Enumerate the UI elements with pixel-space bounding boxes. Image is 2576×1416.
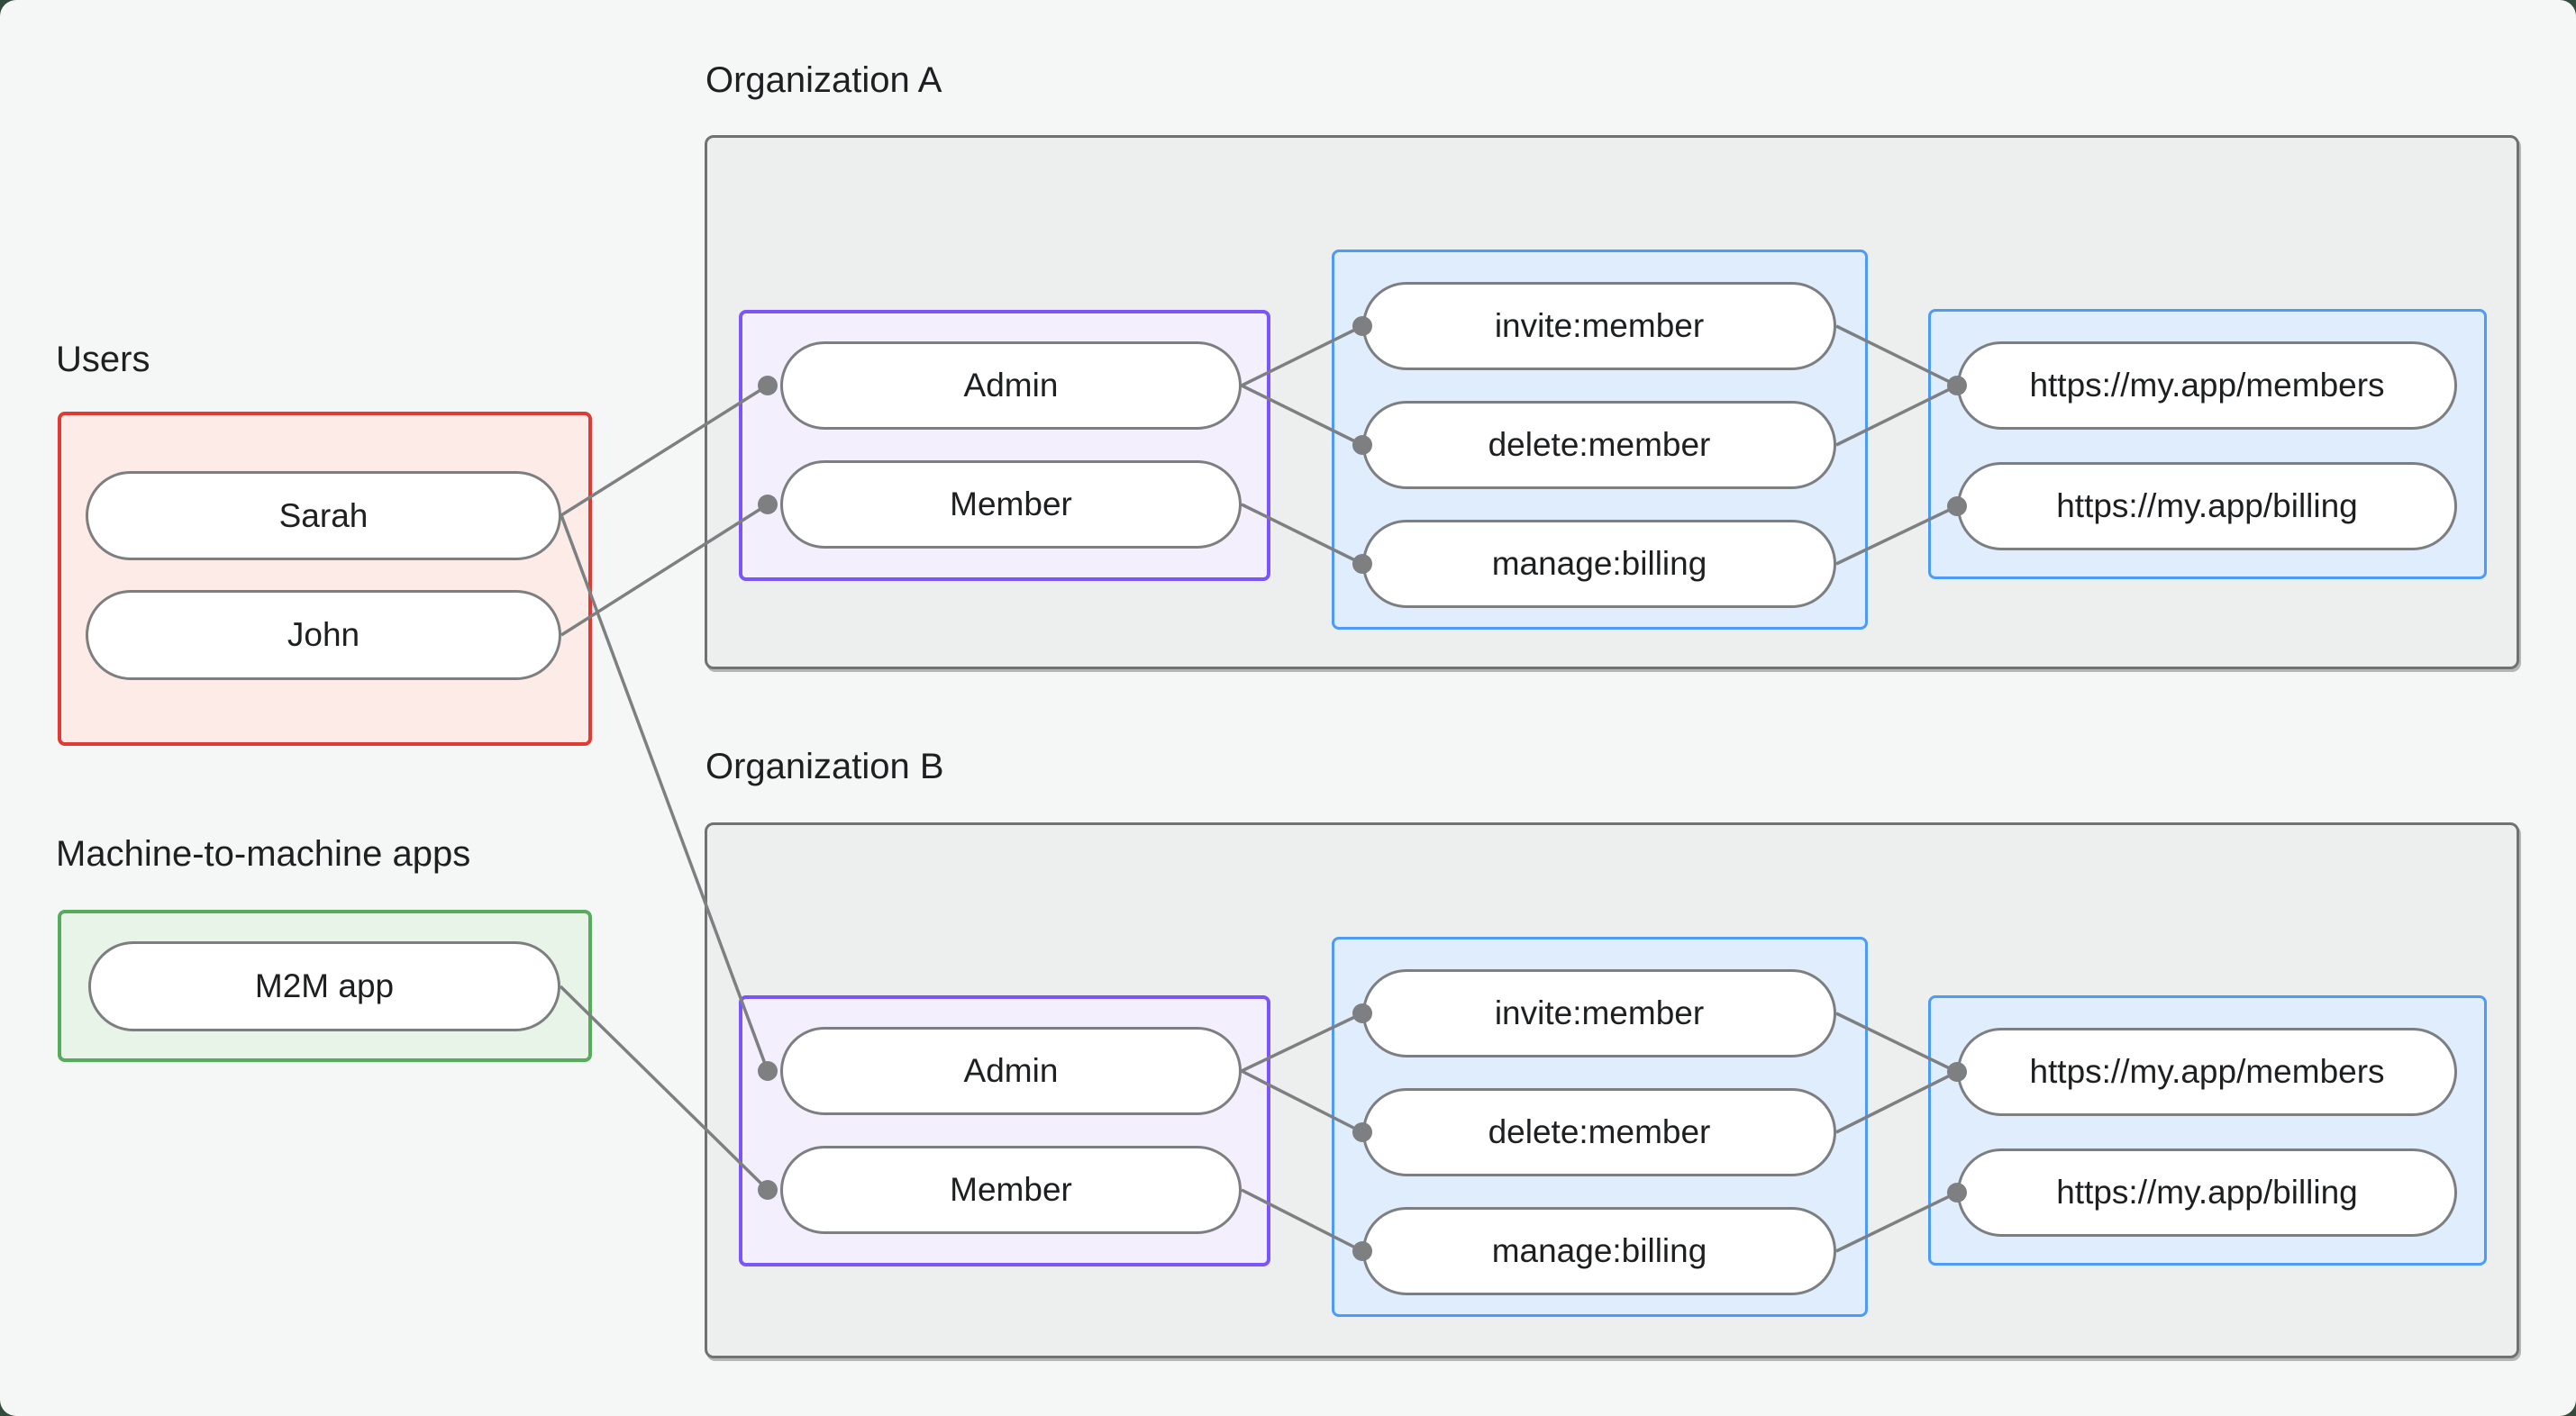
org-b-permission-invite: invite:member (1362, 969, 1836, 1057)
org-b-label: Organization B (705, 747, 944, 786)
org-a-api-billing: https://my.app/billing (1957, 462, 2457, 550)
org-a-label: Organization A (705, 60, 942, 100)
user-node-john: John (86, 590, 561, 680)
org-a-permission-invite: invite:member (1362, 282, 1836, 370)
org-a-role-member: Member (780, 460, 1242, 549)
org-b-permission-manage: manage:billing (1362, 1207, 1836, 1295)
user-node-sarah: Sarah (86, 471, 561, 560)
org-b-api-members: https://my.app/members (1957, 1028, 2457, 1116)
org-a-permission-delete: delete:member (1362, 401, 1836, 489)
org-b-api-billing: https://my.app/billing (1957, 1148, 2457, 1237)
org-b-role-member: Member (780, 1146, 1242, 1234)
m2m-node: M2M app (88, 941, 560, 1031)
users-group-box (58, 412, 592, 746)
users-label: Users (56, 340, 150, 379)
m2m-label: Machine-to-machine apps (56, 834, 471, 874)
org-a-role-admin: Admin (780, 341, 1242, 430)
org-a-permission-manage: manage:billing (1362, 520, 1836, 608)
org-b-permission-delete: delete:member (1362, 1088, 1836, 1176)
org-b-role-admin: Admin (780, 1027, 1242, 1115)
org-a-api-members: https://my.app/members (1957, 341, 2457, 430)
